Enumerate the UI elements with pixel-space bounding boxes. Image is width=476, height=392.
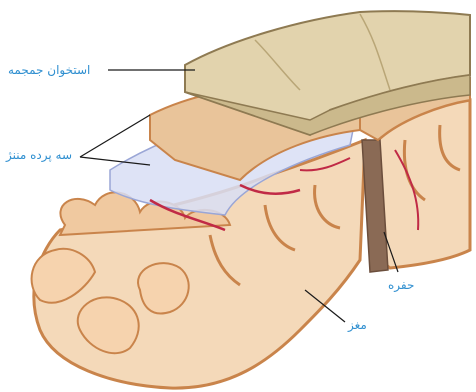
label-skull: استخوان جمجمه	[8, 63, 90, 77]
label-csf-space: حفره	[388, 278, 414, 292]
gyrus	[138, 263, 189, 313]
label-brain: مغز	[348, 318, 367, 332]
leader-line-meninges	[80, 115, 150, 157]
label-meninges: سه پرده مننژ	[6, 148, 72, 162]
